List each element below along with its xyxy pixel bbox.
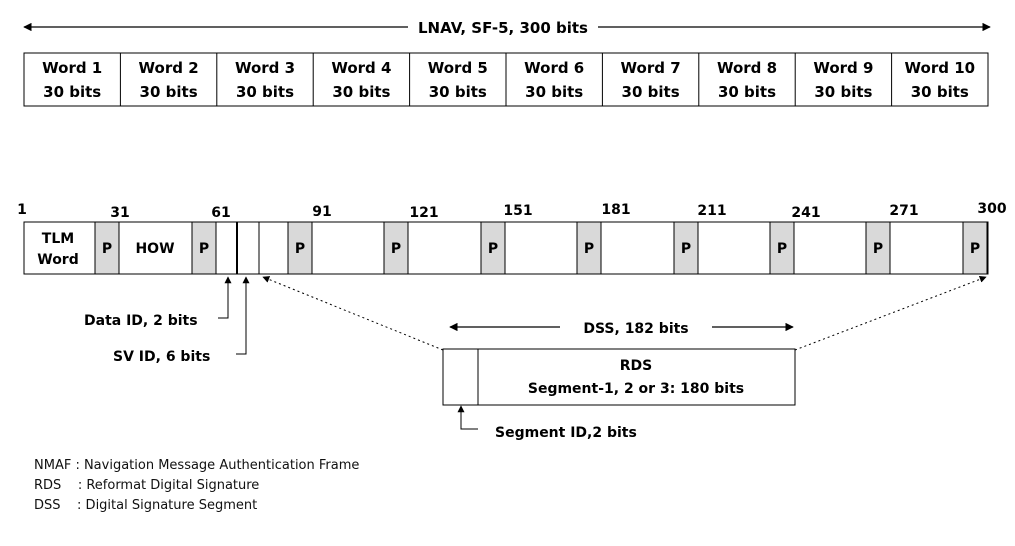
bit-index-label: 241 (791, 205, 820, 221)
word-bits: 30 bits (814, 83, 872, 101)
parity-label: P (584, 241, 594, 257)
parity-cell (480, 221, 506, 275)
word-bits: 30 bits (43, 83, 101, 101)
bit-index-label: 300 (977, 201, 1006, 217)
bit-index-label: 31 (110, 205, 129, 221)
rds-subtitle: Segment-1, 2 or 3: 180 bits (528, 381, 744, 397)
parity-label: P (199, 241, 209, 257)
word-bits: 30 bits (236, 83, 294, 101)
dss-span-arrow: DSS, 182 bits (449, 321, 794, 337)
parity-cell (94, 221, 120, 275)
word-bits: 30 bits (332, 83, 390, 101)
word-name: Word 5 (428, 59, 488, 77)
word-name: Word 2 (139, 59, 199, 77)
word-name: Word 10 (905, 59, 976, 77)
parity-label: P (777, 241, 787, 257)
legend-rds: RDS : Reformat Digital Signature (34, 478, 260, 493)
sv-id-pointer: SV ID, 6 bits (113, 276, 250, 365)
tlm-label-line1: TLM (42, 231, 74, 247)
rds-title: RDS (620, 358, 652, 374)
parity-cell (191, 221, 217, 275)
word-table: Word 1 30 bits Word 2 30 bits Word 3 30 bits W… (23, 52, 989, 107)
word-name: Word 7 (621, 59, 681, 77)
parity-label: P (873, 241, 883, 257)
word-name: Word 1 (42, 59, 102, 77)
parity-label: P (970, 241, 980, 257)
expansion-line-left (262, 276, 444, 351)
subframe-title: LNAV, SF-5, 300 bits (418, 19, 588, 37)
legend-dss: DSS : Digital Signature Segment (34, 498, 258, 513)
data-id-pointer: Data ID, 2 bits (84, 276, 232, 329)
segment-id-pointer: Segment ID,2 bits (457, 405, 637, 441)
parity-cell (673, 221, 699, 275)
bit-index-label: 151 (503, 203, 532, 219)
legend-nmaf: NMAF : Navigation Message Authentication… (34, 458, 360, 473)
word-name: Word 4 (331, 59, 391, 77)
parity-label: P (488, 241, 498, 257)
segment-id-label: Segment ID,2 bits (495, 425, 637, 441)
dss-box: RDS Segment-1, 2 or 3: 180 bits (442, 348, 796, 406)
bit-index-label: 61 (211, 205, 230, 221)
parity-cell (287, 221, 313, 275)
word-name: Word 3 (235, 59, 295, 77)
parity-label: P (681, 241, 691, 257)
data-id-label: Data ID, 2 bits (84, 313, 198, 329)
parity-cell (576, 221, 602, 275)
dss-outline (442, 348, 796, 406)
expansion-line-right (794, 275, 987, 351)
word-bits: 30 bits (429, 83, 487, 101)
bitstream-outline (23, 221, 989, 275)
parity-cell (865, 221, 891, 275)
tlm-label-line2: Word (37, 252, 79, 268)
parity-cell (962, 221, 988, 275)
subframe-span-arrow: LNAV, SF-5, 300 bits (23, 19, 991, 37)
dss-label: DSS, 182 bits (583, 321, 688, 337)
bit-index-label: 271 (889, 203, 918, 219)
bit-index-labels: 1 31 61 91 121 151 181 211 241 271 300 (17, 201, 1007, 221)
how-label: HOW (135, 241, 174, 257)
parity-label: P (295, 241, 305, 257)
bit-index-label: 181 (601, 202, 630, 218)
word-bits: 30 bits (911, 83, 969, 101)
word-name: Word 8 (717, 59, 777, 77)
bit-index-label: 91 (312, 204, 331, 220)
word-bits: 30 bits (622, 83, 680, 101)
bit-index-label: 121 (409, 205, 438, 221)
word-name: Word 6 (524, 59, 584, 77)
bit-index-label: 1 (17, 202, 27, 218)
sv-id-label: SV ID, 6 bits (113, 349, 210, 365)
word-bits: 30 bits (525, 83, 583, 101)
word-bits: 30 bits (140, 83, 198, 101)
bit-index-label: 211 (697, 203, 726, 219)
word-bits: 30 bits (718, 83, 776, 101)
bitstream-bar: TLM Word HOW P P P P P P P P P P (23, 221, 989, 275)
parity-label: P (391, 241, 401, 257)
parity-cell (383, 221, 409, 275)
word-name: Word 9 (813, 59, 873, 77)
legend: NMAF : Navigation Message Authentication… (34, 456, 359, 516)
parity-label: P (102, 241, 112, 257)
parity-cell (769, 221, 795, 275)
